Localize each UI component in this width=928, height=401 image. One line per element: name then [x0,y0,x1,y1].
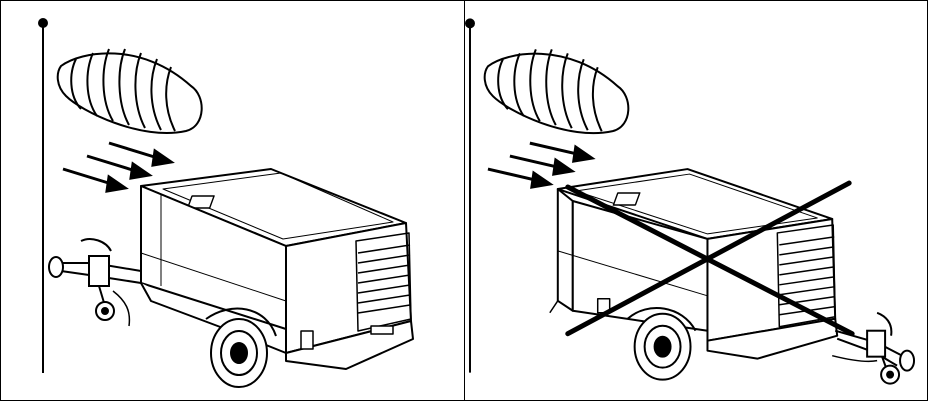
wheel-icon [626,307,697,381]
prohibited-cross-icon [565,180,855,337]
compressor-unit [140,168,414,370]
wind-arrows-icon [62,141,175,193]
drawbar-icon [48,238,142,327]
diagram-correct [38,18,414,388]
panel-correct-orientation [1,1,464,400]
wheel-icon [205,307,277,388]
drawbar-icon [832,311,916,385]
panel-incorrect-orientation [464,1,927,400]
wind-mast [38,18,48,373]
wind-sock-icon [483,48,630,135]
grille-icon [355,232,412,332]
diagram-incorrect [465,18,916,385]
right-panel-content [465,18,916,385]
wind-arrows-icon [487,141,596,189]
wind-sock-icon [56,48,203,134]
